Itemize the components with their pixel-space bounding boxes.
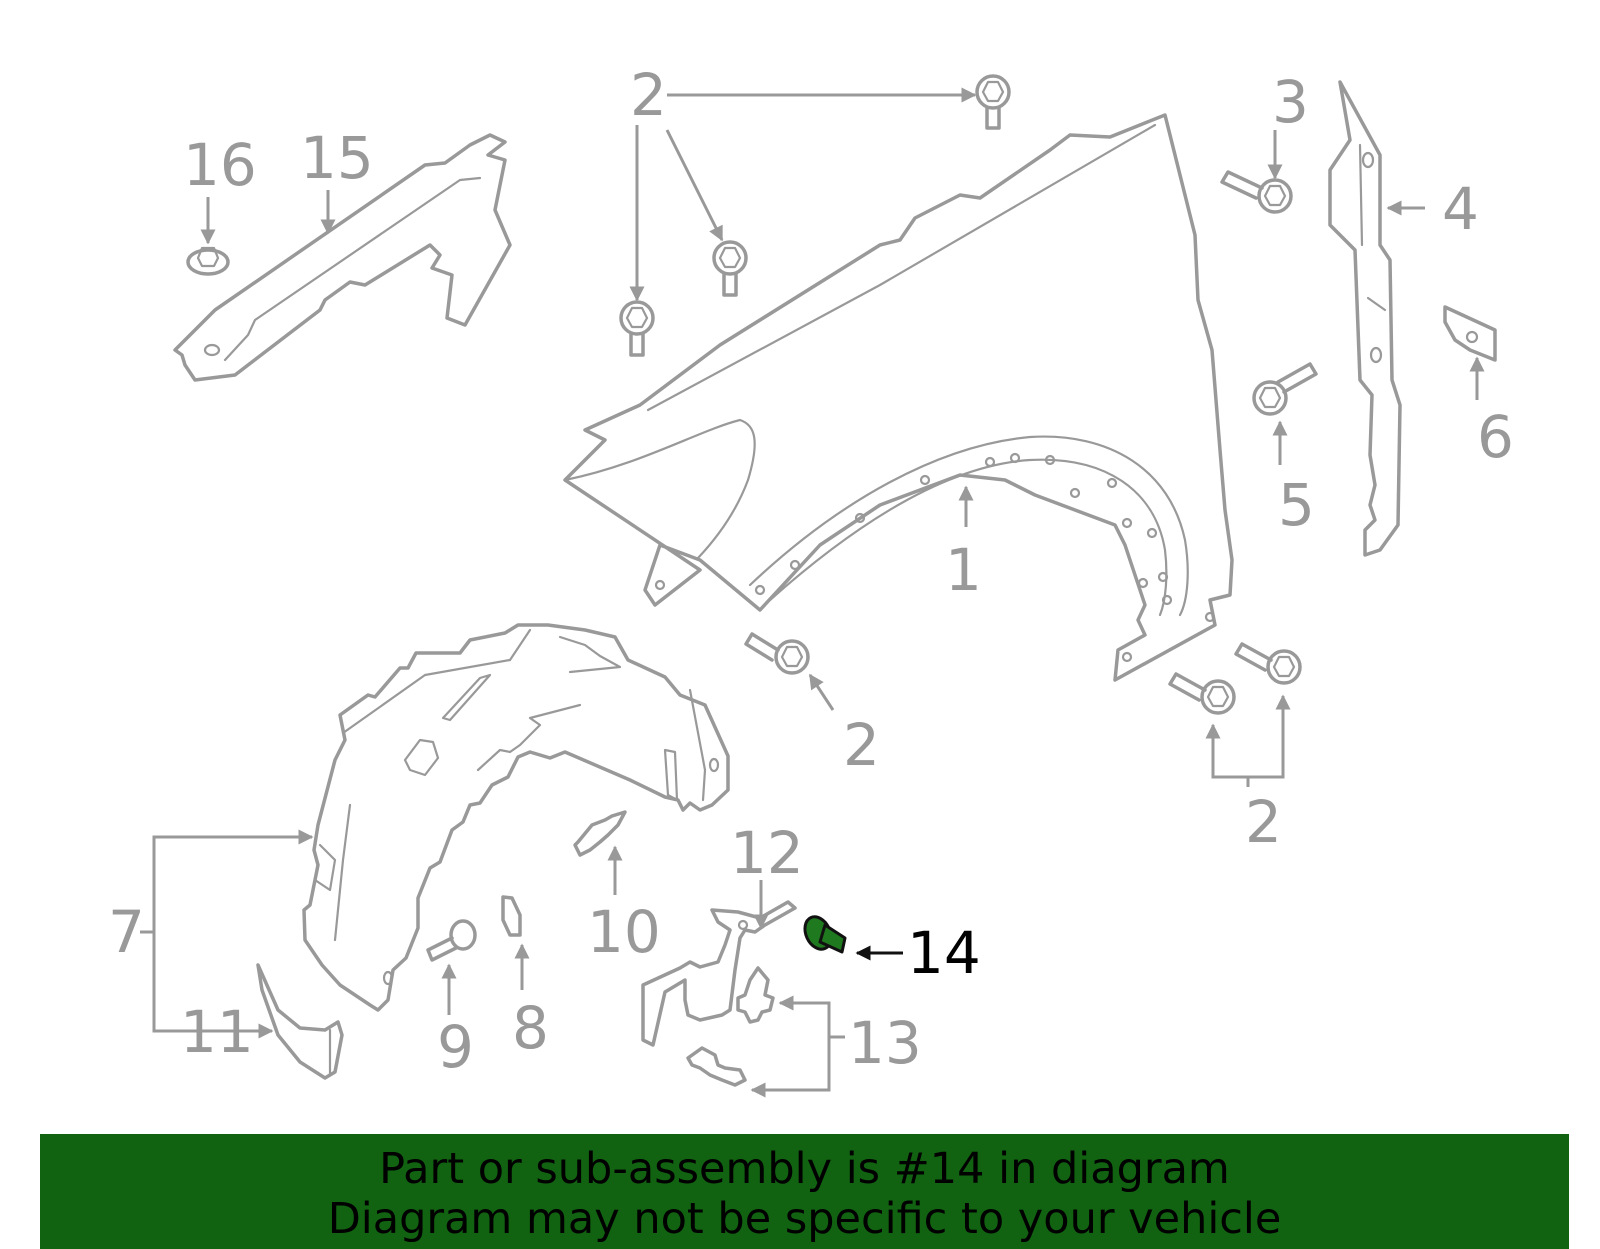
bolt-part-5[interactable] <box>1252 362 1318 416</box>
bolt-part-2-lower-right-a[interactable] <box>1168 672 1236 715</box>
info-banner: Part or sub-assembly is #14 in diagram D… <box>40 1134 1569 1249</box>
bolt-part-2-lower-left[interactable] <box>744 632 810 675</box>
callout-12: 12 <box>730 819 804 887</box>
screw-part-9[interactable] <box>426 919 477 962</box>
callout-9: 9 <box>437 1013 474 1081</box>
clip-part-10[interactable] <box>573 810 627 857</box>
fender-liner-part-7[interactable] <box>302 623 730 1012</box>
clip-part-13-upper[interactable] <box>736 966 775 1024</box>
callout-3: 3 <box>1272 68 1309 136</box>
fender-part-1[interactable] <box>563 113 1234 682</box>
bolt-part-3[interactable] <box>1220 170 1293 214</box>
callout-13: 13 <box>848 1009 922 1077</box>
bolt-part-2-mid[interactable] <box>712 240 748 297</box>
callout-2-lower-right: 2 <box>1245 788 1282 856</box>
callout-6: 6 <box>1477 403 1514 471</box>
callout-15: 15 <box>300 124 374 192</box>
callout-1: 1 <box>945 536 982 604</box>
callout-8: 8 <box>512 994 549 1062</box>
callout-11: 11 <box>180 998 254 1066</box>
callout-14: 14 <box>907 919 981 987</box>
callout-7: 7 <box>108 898 145 966</box>
callout-4: 4 <box>1442 175 1479 243</box>
clip-part-6[interactable] <box>1443 305 1497 362</box>
bracket-part-12[interactable] <box>641 900 797 1047</box>
callout-10: 10 <box>587 898 661 966</box>
bolt-part-2-top[interactable] <box>975 74 1011 130</box>
bolt-part-2-lower-right-b[interactable] <box>1234 642 1302 685</box>
push-pin-part-14[interactable] <box>800 913 847 954</box>
callout-5: 5 <box>1278 471 1315 539</box>
splash-shield-part-11[interactable] <box>256 963 344 1080</box>
pad-part-8[interactable] <box>501 895 522 937</box>
banner-line-part-number: Part or sub-assembly is #14 in diagram <box>379 1144 1230 1194</box>
callout-2-lower-left: 2 <box>843 711 880 779</box>
nut-part-16[interactable] <box>186 246 230 276</box>
bolt-part-2-left[interactable] <box>619 300 655 357</box>
banner-line-disclaimer: Diagram may not be specific to your vehi… <box>327 1194 1282 1244</box>
clip-part-13-lower[interactable] <box>686 1046 747 1087</box>
leader-lines <box>140 87 1485 1098</box>
bracket-part-4[interactable] <box>1328 80 1402 557</box>
callout-16: 16 <box>183 131 257 199</box>
callout-2-top: 2 <box>630 61 667 129</box>
upper-rail-part-15[interactable] <box>173 133 512 382</box>
callout-labels: 1 2 2 2 3 4 5 6 7 8 9 10 11 12 13 14 15 … <box>108 61 1514 1081</box>
